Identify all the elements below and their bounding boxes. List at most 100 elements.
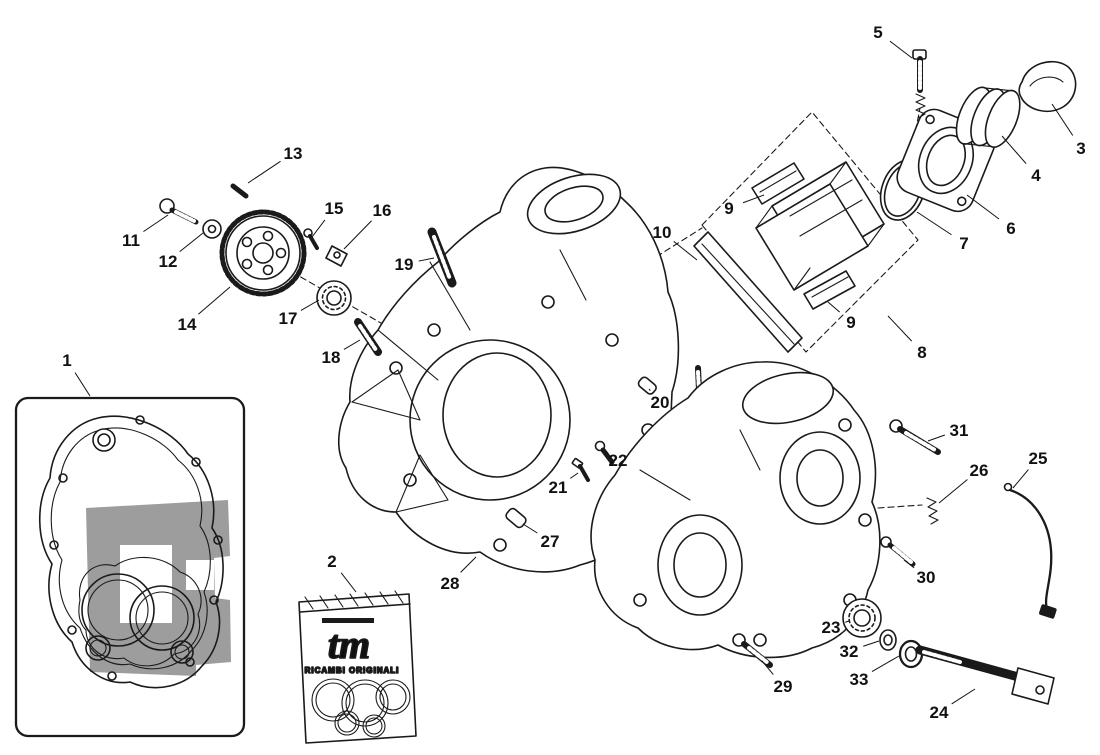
part-callout-30-28: 30 [917,568,936,587]
part-callout-11-10: 11 [122,231,140,250]
leader-line-29-32 [761,660,774,675]
part-callout-16-13: 16 [373,201,392,220]
gasket-kit-box [14,396,246,738]
leader-line-24-33 [951,688,976,705]
part-callout-22-20: 22 [609,451,628,470]
leader-line-11-10 [143,214,169,233]
bolt-31 [889,419,941,455]
part-callout-27-25: 27 [541,532,560,551]
reed-group-dashed-box [701,111,919,353]
leader-line-13-9 [247,160,281,184]
part-callout-10-6: 10 [653,223,672,242]
part-callout-9-7: 9 [846,313,855,332]
part-callout-12-11: 12 [159,252,178,271]
leader-line-5-0 [889,40,913,59]
part-callout-2-26: 2 [327,552,336,571]
bolt-11 [159,198,199,225]
part-callout-13-9: 13 [284,144,303,163]
output-shaft-group [732,419,1057,705]
part-callout-5-0: 5 [873,23,882,42]
part-callout-1-18: 1 [62,351,71,370]
screw-15 [303,228,319,250]
leader-line-25-24 [1012,469,1029,489]
leader-line-23-29 [845,620,850,623]
reed-valve-group [693,49,1077,353]
part-callout-4-2: 4 [1031,166,1041,185]
leader-line-14-15 [198,286,231,315]
cover-cap-3 [1018,60,1077,113]
crankcase-right-half [590,361,881,659]
reed-petal-9a [751,162,805,205]
leader-line-16-13 [343,220,372,250]
part-callout-7-4: 7 [959,234,968,253]
leader-line-8-8 [887,315,913,342]
spring-26 [926,497,939,525]
bag-orings [311,678,411,738]
leader-line-6-3 [966,194,1000,220]
part-callout-28-27: 28 [441,574,460,593]
pin-13 [230,183,249,199]
reed-valve-block-8 [755,161,885,291]
bearing-17 [316,280,352,316]
part-callout-26-23: 26 [970,461,989,480]
leader-line-7-4 [916,211,952,236]
screw-21 [571,457,590,482]
leader-line-20-19 [648,388,651,391]
leader-line-21-21 [570,472,579,479]
brand-tagline: RICAMBI ORIGINALI [305,666,400,675]
leader-line-30-28 [903,559,915,569]
clutch-cover-gasket [38,415,224,689]
part-callout-19-14: 19 [395,255,414,274]
leader-line-2-26 [340,572,357,593]
part-callout-33-31: 33 [850,670,869,689]
leader-line-17-16 [300,299,320,311]
camshaft-gear-group [159,183,457,356]
bag-seal [299,590,411,613]
part-callout-15-12: 15 [325,199,344,218]
part-callout-18-17: 18 [322,348,341,367]
primary-gear-14 [219,209,307,297]
washer-12 [202,219,222,239]
leader-line-33-31 [871,655,900,672]
center-gasket-set [78,556,202,667]
leader-line-18-17 [343,339,361,350]
part-callout-21-21: 21 [549,478,568,497]
part-callout-29-32: 29 [774,677,793,696]
crankcase-left-half [337,166,680,573]
rubber-boot-4 [955,86,1021,148]
sensor-cable-25 [1003,482,1057,619]
part-callout-32-30: 32 [840,642,859,661]
leader-line-22-20 [605,450,609,454]
lock-tab-16 [325,245,348,267]
bolt-5-with-spring [912,49,927,119]
part-callout-24-33: 24 [930,703,949,722]
washer-32 [879,629,897,651]
part-callout-17-16: 17 [279,309,298,328]
leader-line-3-1 [1051,103,1074,136]
brand-logo-bar [322,618,374,623]
bolt-29 [732,633,773,668]
leader-line-10-6 [673,240,698,261]
leader-line-19-14 [418,257,435,262]
leader-line-12-11 [179,232,204,253]
part-callout-20-19: 20 [651,393,670,412]
leader-line-32-30 [863,640,880,647]
part-callout-14-15: 14 [178,315,197,334]
brand-logo: tm [328,622,370,667]
leader-line-28-27 [460,556,477,573]
part-callout-23-29: 23 [822,618,841,637]
leader-line-1-18 [74,372,91,397]
leader-line-9-7 [827,301,841,313]
part-callout-9-5: 9 [724,199,733,218]
reed-gasket-10 [693,231,803,353]
leader-line-9-5 [742,194,765,204]
shaft-24 [915,645,1055,705]
part-callout-8-8: 8 [917,343,926,362]
leader-line-31-22 [927,434,946,442]
leader-line-15-12 [311,219,326,238]
leader-line-4-2 [1001,135,1027,165]
part-callout-3-1: 3 [1076,139,1085,158]
cylinder-gasket-silhouette [86,500,231,676]
